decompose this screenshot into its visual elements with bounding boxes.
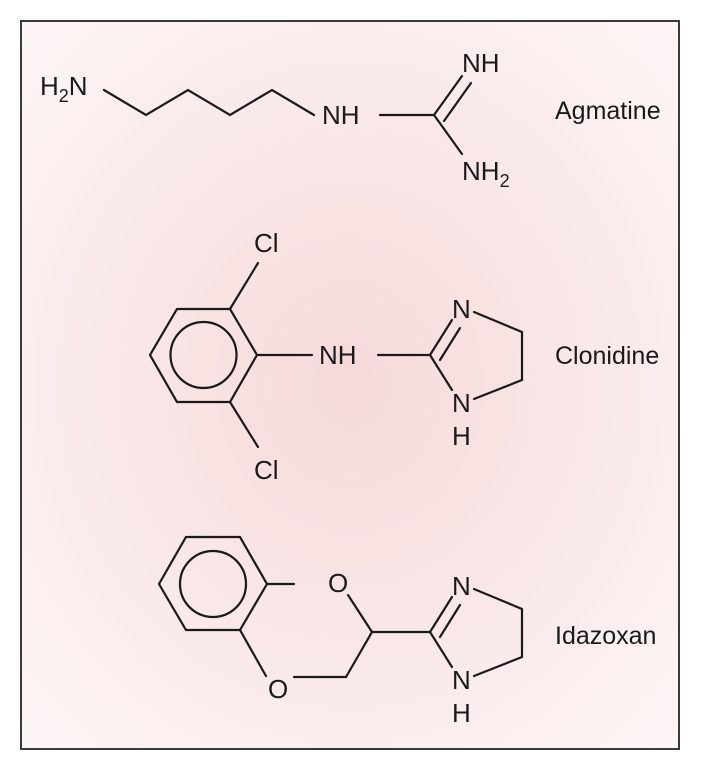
idazoxan-cn-double-2: [438, 603, 462, 639]
clonidine-aromatic-circle: [169, 320, 238, 390]
idazoxan-aromatic-circle: [178, 549, 248, 619]
idazoxan-o-bottom-label: O: [268, 674, 288, 704]
clonidine-n-ch2-bond: [472, 310, 524, 334]
agmatine-imine-bond-1: [432, 74, 464, 117]
agmatine-nh-label: NH: [322, 100, 360, 130]
idazoxan-ch2-nh-bond: [472, 655, 524, 678]
idazoxan-cn-single: [428, 630, 454, 669]
idazoxan-n-ch2-bond: [472, 587, 524, 611]
idazoxan-ring-nh-n-label: N: [452, 665, 471, 695]
agmatine-structure: H2N NH NH NH2 Agmatine: [40, 48, 661, 191]
idazoxan-o-top-label: O: [328, 568, 348, 598]
idazoxan-ring-n-label: N: [452, 571, 471, 601]
clonidine-cn-single: [428, 353, 454, 392]
idazoxan-structure: O O N N H Idazoxan: [157, 535, 656, 728]
idazoxan-ring-nh-h-label: H: [452, 698, 471, 728]
clonidine-cl-top-bond: [228, 261, 260, 311]
clonidine-nh-label: NH: [319, 340, 357, 370]
clonidine-cl-bottom-label: Cl: [254, 455, 279, 485]
idazoxan-ring-o-bottom-bond: [238, 628, 268, 678]
agmatine-amino-label: NH2: [462, 156, 510, 191]
clonidine-ring-nh-n-label: N: [452, 388, 471, 418]
agmatine-chain-bond: [102, 88, 316, 117]
clonidine-structure: Cl Cl NH N N H Clonidine: [148, 228, 659, 485]
structures-figure: H2N NH NH NH2 Agmatine Cl Cl NH N N H Cl…: [20, 20, 680, 750]
idazoxan-ch-ch2-bond: [344, 630, 374, 679]
idazoxan-o-ch-bond: [346, 593, 374, 634]
agmatine-name: Agmatine: [555, 97, 661, 125]
clonidine-cn-double-1: [428, 318, 454, 357]
agmatine-imine-bond-2: [442, 81, 473, 123]
agmatine-amine-label: H2N: [40, 71, 88, 106]
clonidine-ring-n-label: N: [452, 294, 471, 324]
idazoxan-name: Idazoxan: [555, 622, 656, 650]
clonidine-cl-bottom-bond: [228, 400, 260, 449]
clonidine-name: Clonidine: [555, 342, 659, 370]
clonidine-cn-double-2: [438, 326, 462, 362]
clonidine-cl-top-label: Cl: [254, 228, 279, 258]
agmatine-imine-label: NH: [462, 48, 500, 78]
agmatine-amino-bond: [432, 113, 464, 156]
idazoxan-cn-double-1: [428, 595, 454, 634]
clonidine-ring-nh-h-label: H: [452, 421, 471, 451]
structures-svg: H2N NH NH NH2 Agmatine Cl Cl NH N N H Cl…: [40, 48, 661, 728]
clonidine-ch2-nh-bond: [472, 378, 524, 401]
